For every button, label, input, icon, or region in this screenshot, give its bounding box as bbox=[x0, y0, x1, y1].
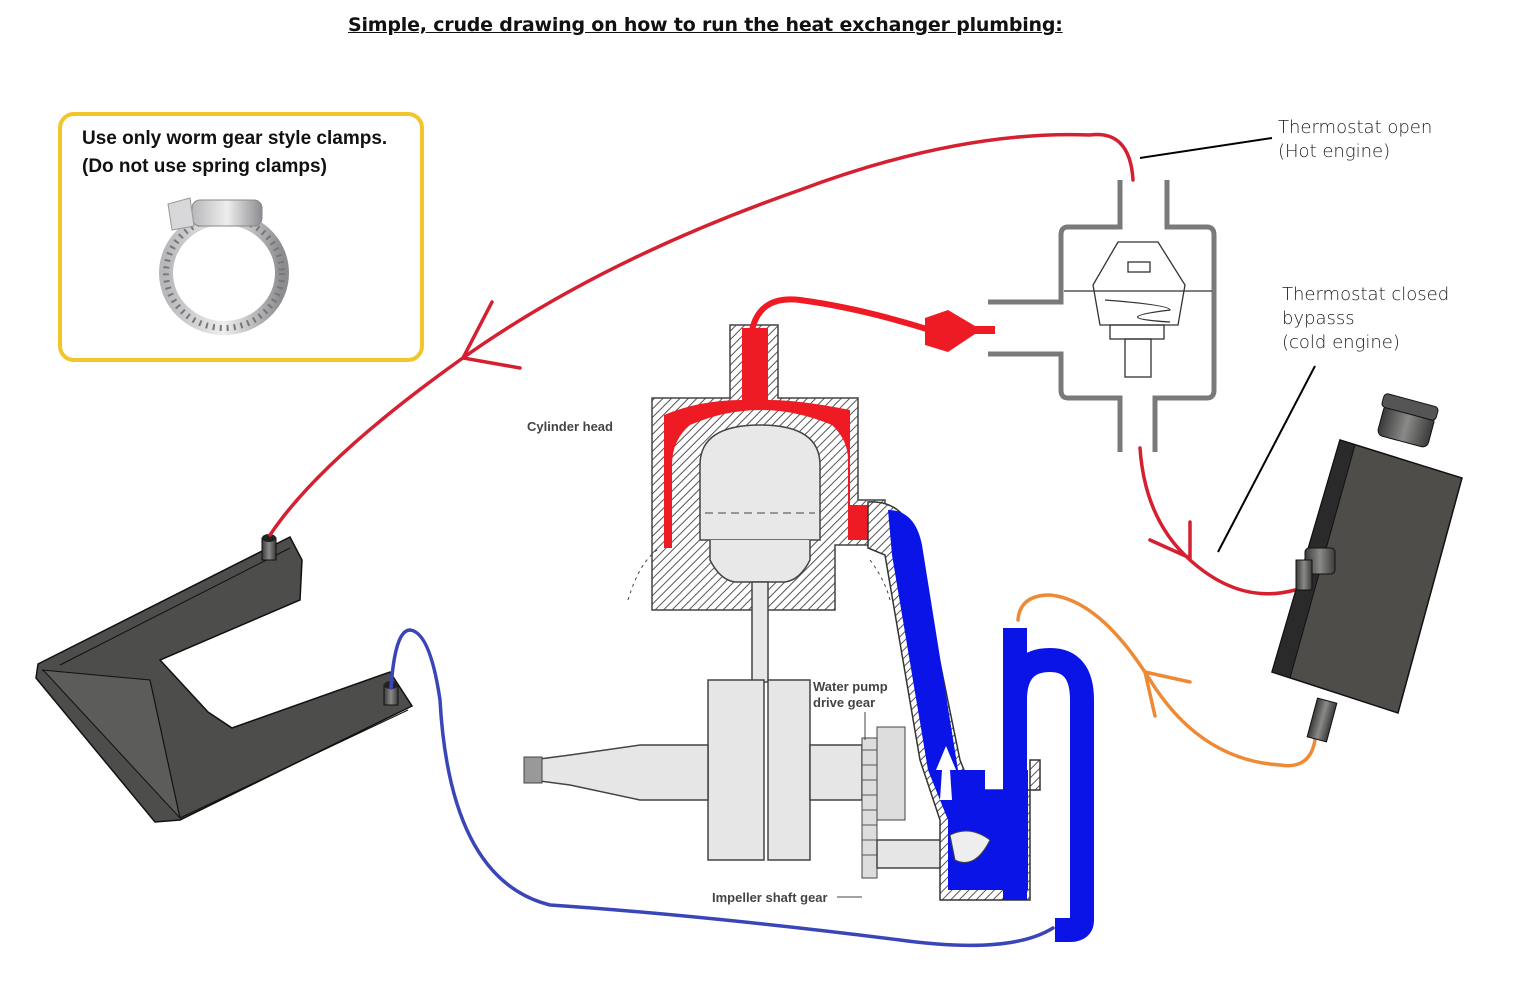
label-cylinder-head: Cylinder head bbox=[527, 419, 613, 434]
coolant-return-pipe bbox=[1003, 628, 1094, 942]
label-water-pump-drive-gear: Water pump drive gear bbox=[813, 679, 888, 711]
label-thermostat-open-line2: (Hot engine) bbox=[1278, 141, 1391, 162]
cold-line-exchanger-to-pump bbox=[389, 628, 1055, 948]
leader-line-thermostat-closed bbox=[1217, 365, 1316, 553]
label-water-pump-line1: Water pump bbox=[813, 679, 888, 694]
label-impeller-shaft-gear: Impeller shaft gear bbox=[712, 890, 828, 905]
label-thermostat-closed-line1: Thermostat closed bbox=[1282, 284, 1450, 305]
label-thermostat-closed-line2: bypasss bbox=[1282, 308, 1355, 329]
hot-line-thermostat-to-exchanger bbox=[268, 132, 1135, 537]
heat-exchanger-hot-port bbox=[261, 534, 277, 561]
reservoir-cap-icon bbox=[1377, 393, 1439, 448]
label-water-pump-line2: drive gear bbox=[813, 695, 876, 710]
clamp-note-line-1: Use only worm gear style clamps. bbox=[82, 128, 388, 149]
coolant-reservoir bbox=[1271, 393, 1463, 743]
label-thermostat-open-line1: Thermostat open bbox=[1278, 117, 1433, 138]
page-title: Simple, crude drawing on how to run the … bbox=[348, 14, 1063, 36]
leader-line-thermostat-open bbox=[1139, 137, 1273, 159]
engine-cutaway bbox=[523, 324, 1041, 901]
bypass-line-thermostat-to-reservoir bbox=[1138, 446, 1297, 596]
clamp-note-box: Use only worm gear style clamps. (Do not… bbox=[58, 112, 424, 362]
clamp-note-line-2: (Do not use spring clamps) bbox=[82, 156, 327, 177]
label-thermostat-closed: Thermostat closed bypasss (cold engine) bbox=[1282, 283, 1449, 355]
flow-arrow-icon bbox=[1142, 669, 1192, 718]
heat-exchanger bbox=[35, 534, 414, 823]
flow-arrow-icon bbox=[925, 310, 995, 352]
label-thermostat-closed-line3: (cold engine) bbox=[1282, 332, 1400, 353]
thermostat-housing bbox=[988, 180, 1217, 452]
flow-arrow-icon bbox=[1148, 520, 1192, 561]
flow-arrow-icon bbox=[460, 300, 522, 370]
orange-line-reservoir-to-pump bbox=[1016, 593, 1317, 768]
label-thermostat-open: Thermostat open (Hot engine) bbox=[1278, 116, 1432, 164]
hot-line-engine-to-thermostat bbox=[749, 296, 995, 352]
hose-clamp-icon bbox=[159, 197, 289, 335]
thermostat-valve-icon bbox=[1064, 241, 1212, 378]
